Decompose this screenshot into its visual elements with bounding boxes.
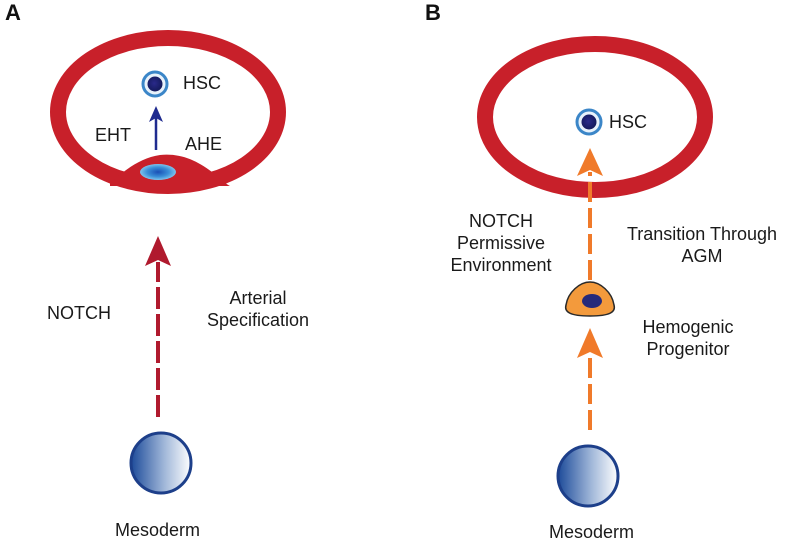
hemogenic-line-1: Hemogenic <box>642 317 734 337</box>
panel-a-letter: A <box>5 0 21 25</box>
notch-env-line-3: Environment <box>450 255 552 275</box>
arterial-specification-label: Arterial Specification <box>188 287 328 331</box>
progenitor-nucleus <box>582 294 602 308</box>
hsc-nucleus-a <box>147 76 163 92</box>
arterial-line-2: Specification <box>206 310 310 330</box>
mesoderm-cell-a <box>129 431 193 495</box>
notch-env-line-2: Permissive <box>456 233 545 253</box>
mesoderm-label-b: Mesoderm <box>549 522 635 542</box>
hsc-label-a: HSC <box>183 73 222 93</box>
transition-line-1: Transition Through <box>626 224 778 244</box>
transition-arrow-head <box>577 148 603 176</box>
hemogenic-line-2: Progenitor <box>646 339 730 359</box>
ahe-label: AHE <box>185 134 223 154</box>
ahe-nucleus <box>140 164 176 180</box>
progenitor-arrow-head <box>577 328 603 358</box>
hsc-nucleus-b <box>581 114 597 130</box>
notch-label-a: NOTCH <box>47 303 111 323</box>
transition-line-2: AGM <box>681 246 723 266</box>
hsc-label-b: HSC <box>609 112 648 132</box>
eht-arrow-head <box>149 106 163 122</box>
hemogenic-progenitor-label: Hemogenic Progenitor <box>628 316 748 360</box>
arterial-arrow-head <box>145 236 171 266</box>
mesoderm-label-a: Mesoderm <box>115 520 201 540</box>
notch-environment-label: NOTCH Permissive Environment <box>436 210 566 276</box>
arterial-line-1: Arterial <box>229 288 287 308</box>
panel-b <box>477 36 713 508</box>
notch-env-line-1: NOTCH <box>469 211 533 231</box>
panel-b-letter: B <box>425 0 441 25</box>
eht-label: EHT <box>95 125 131 145</box>
panel-a <box>50 30 286 495</box>
vessel-ring-b <box>477 36 713 198</box>
mesoderm-cell-b <box>556 444 620 508</box>
transition-label: Transition Through AGM <box>608 223 796 267</box>
